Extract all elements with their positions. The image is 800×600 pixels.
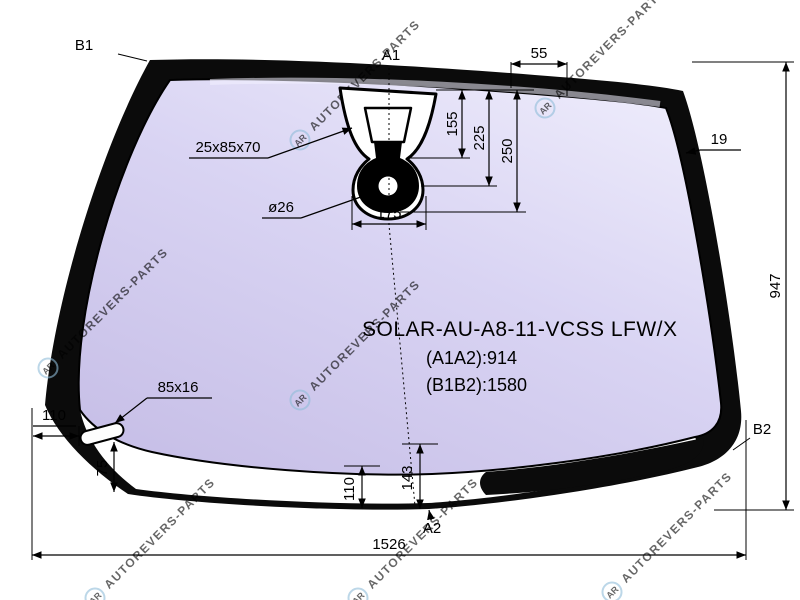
dim-947-value: 947	[767, 273, 784, 298]
dim-sensor-value: 85x16	[158, 379, 199, 396]
dim-bottom-110: 110	[341, 465, 380, 508]
dim-175-value: 175	[376, 205, 401, 222]
watermark	[597, 466, 738, 600]
dim-mount-heights: 155 225 250	[400, 89, 534, 213]
dim-19: 19	[685, 131, 741, 155]
sensor-window	[79, 422, 125, 446]
mirror-mount-bracket	[363, 106, 413, 144]
glass-top-highlight	[209, 77, 661, 107]
dim-175: 175	[351, 196, 427, 230]
dim-225-value: 225	[471, 125, 488, 150]
part-dim-b1b2: (B1B2):1580	[426, 375, 527, 395]
dim-bottom-143: 143	[399, 443, 438, 509]
dim-mount-value: 25x85x70	[195, 139, 260, 156]
mirror-mount	[338, 86, 438, 221]
dim-55-value: 55	[531, 45, 548, 62]
dim-947: 947	[692, 61, 794, 511]
part-number-block: SOLAR-AU-A8-11-VCSS LFW/X (A1A2):914 (B1…	[362, 318, 678, 395]
dim-19-value: 19	[711, 131, 728, 148]
dim-left-110: 110	[33, 407, 80, 446]
dim-75-value: 75	[94, 460, 111, 477]
dim-55: 55	[510, 45, 568, 96]
label-a2: A2	[423, 520, 441, 537]
dim-sensor-label: 85x16	[114, 379, 212, 424]
dim-mount-label: 25x85x70	[189, 127, 353, 159]
part-dim-a1a2: (A1A2):914	[426, 348, 517, 368]
dim-1526-value: 1526	[372, 536, 405, 553]
dim-1526: 1526	[31, 408, 747, 560]
frit-wedge-bottom-right	[480, 438, 704, 495]
dim-left110-value: 110	[42, 407, 66, 424]
dim-bottom143-value: 143	[399, 465, 416, 490]
dim-dia26: ø26	[262, 191, 376, 219]
dim-left-75: 75	[94, 442, 118, 492]
dim-dia26-value: ø26	[268, 199, 294, 216]
label-a1: A1	[382, 47, 400, 64]
dim-250-value: 250	[499, 138, 516, 163]
corner-labels: B1 B2 A1 A2	[75, 37, 771, 537]
label-b2: B2	[753, 421, 771, 438]
dim-155-value: 155	[444, 111, 461, 136]
part-number: SOLAR-AU-A8-11-VCSS LFW/X	[362, 318, 678, 341]
dim-bottom110-value: 110	[341, 477, 358, 501]
mirror-mount-hole	[378, 176, 398, 196]
label-b1: B1	[75, 37, 93, 54]
